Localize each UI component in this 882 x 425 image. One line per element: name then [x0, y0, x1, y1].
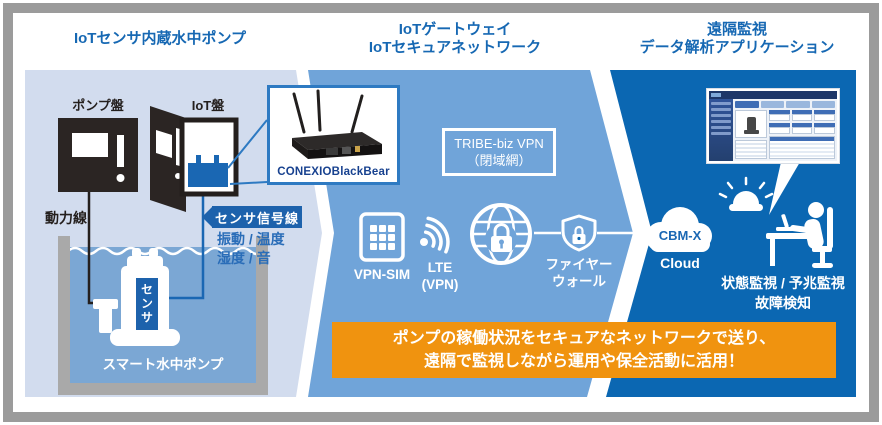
gateway-device-image [292, 89, 382, 159]
operator-icon [766, 202, 833, 268]
lte-line2: (VPN) [421, 277, 459, 292]
iot-cabinet-graphic [150, 106, 239, 212]
network-section-header: IoTゲートウェイ IoTセキュアネットワーク [330, 21, 580, 57]
vpn-box: TRIBE-biz VPN （閉域網） [443, 129, 555, 175]
monitoring-caption-line2: 故障検知 [755, 295, 811, 311]
monitoring-header-line1: 遠隔監視 [706, 21, 767, 38]
sim-card-icon [359, 212, 405, 262]
iot-panel-label: IoT盤 [191, 98, 225, 113]
water-surface-wave [70, 246, 256, 256]
dashboard-screenshot [706, 88, 840, 164]
monitoring-header-line2: データ解析アプリケーション [639, 39, 835, 56]
sensor-badge: センサ [136, 278, 158, 330]
dashboard-kpi [791, 110, 813, 121]
dashboard-tabs [735, 101, 835, 108]
pump-panel-label: ポンプ盤 [72, 98, 124, 113]
lte-signal-icon [420, 216, 450, 254]
pump-control-panel-graphic [58, 118, 138, 192]
dashboard-titlebar [709, 91, 837, 99]
globe-lock-icon [470, 203, 532, 265]
lte-label: LTE (VPN) [412, 259, 468, 293]
screenshot-tail [769, 162, 800, 215]
signal-badge-arrow [202, 206, 213, 228]
lte-line1: LTE [427, 260, 453, 275]
pump-section-header: IoTセンサ内蔵水中ポンプ [73, 30, 247, 47]
cloud-word: Cloud [660, 255, 700, 271]
metrics-line1: 振動 / 温度 [217, 231, 285, 247]
vpn-line2: （閉域網） [466, 153, 532, 168]
dashboard-pump-photo [735, 110, 767, 138]
monitoring-section-header: 遠隔監視 データ解析アプリケーション [612, 21, 862, 57]
sensor-metrics: 振動 / 温度 湿度 / 音 [217, 230, 285, 268]
vpn-line1: TRIBE-biz VPN [454, 136, 544, 151]
smart-pump-caption: スマート水中ポンプ [102, 357, 224, 372]
firewall-label: ファイヤー ウォール [544, 256, 614, 290]
dashboard-sidebar [709, 99, 733, 161]
banner-line1: ポンプの稼働状況をセキュアなネットワークで送り、 [392, 330, 776, 347]
firewall-shield-icon [561, 214, 597, 252]
sensor-signal-badge: センサ信号線 [212, 206, 302, 228]
network-header-line2: IoTセキュアネットワーク [368, 39, 542, 56]
dashboard-kpi [791, 123, 813, 134]
dashboard-detail-list [735, 140, 767, 159]
siren-icon [718, 176, 774, 211]
network-header-line1: IoTゲートウェイ [398, 21, 512, 38]
metrics-line2: 湿度 / 音 [217, 250, 271, 266]
dashboard-data-table [769, 136, 835, 159]
summary-banner: ポンプの稼働状況をセキュアなネットワークで送り、 遠隔で監視しながら運用や保全活… [332, 322, 836, 378]
dashboard-kpi [814, 123, 836, 134]
cloud-icon [646, 207, 712, 252]
cloud-name: CBM-X [658, 228, 702, 243]
dashboard-logo [711, 93, 721, 97]
sim-label: VPN-SIM [353, 267, 411, 282]
dashboard-kpi [814, 110, 836, 121]
gateway-label: CONEXIOBlackBear [277, 166, 390, 178]
firewall-line2: ウォール [552, 274, 606, 289]
banner-line2: 遠隔で監視しながら運用や保全活動に活用！ [423, 353, 744, 370]
power-line-label: 動力線 [45, 210, 87, 226]
callout-pointer-lines [227, 119, 268, 185]
gateway-in-cabinet [188, 163, 228, 187]
monitoring-caption-line1: 状態監視 / 予兆監視 [721, 275, 845, 291]
dashboard-kpi [769, 123, 790, 134]
gateway-callout: CONEXIOBlackBear [267, 85, 400, 185]
sensor-signal-line [162, 186, 205, 300]
firewall-line1: ファイヤー [545, 257, 613, 272]
monitoring-caption: 状態監視 / 予兆監視 故障検知 [700, 273, 866, 313]
dashboard-kpi [769, 110, 790, 121]
